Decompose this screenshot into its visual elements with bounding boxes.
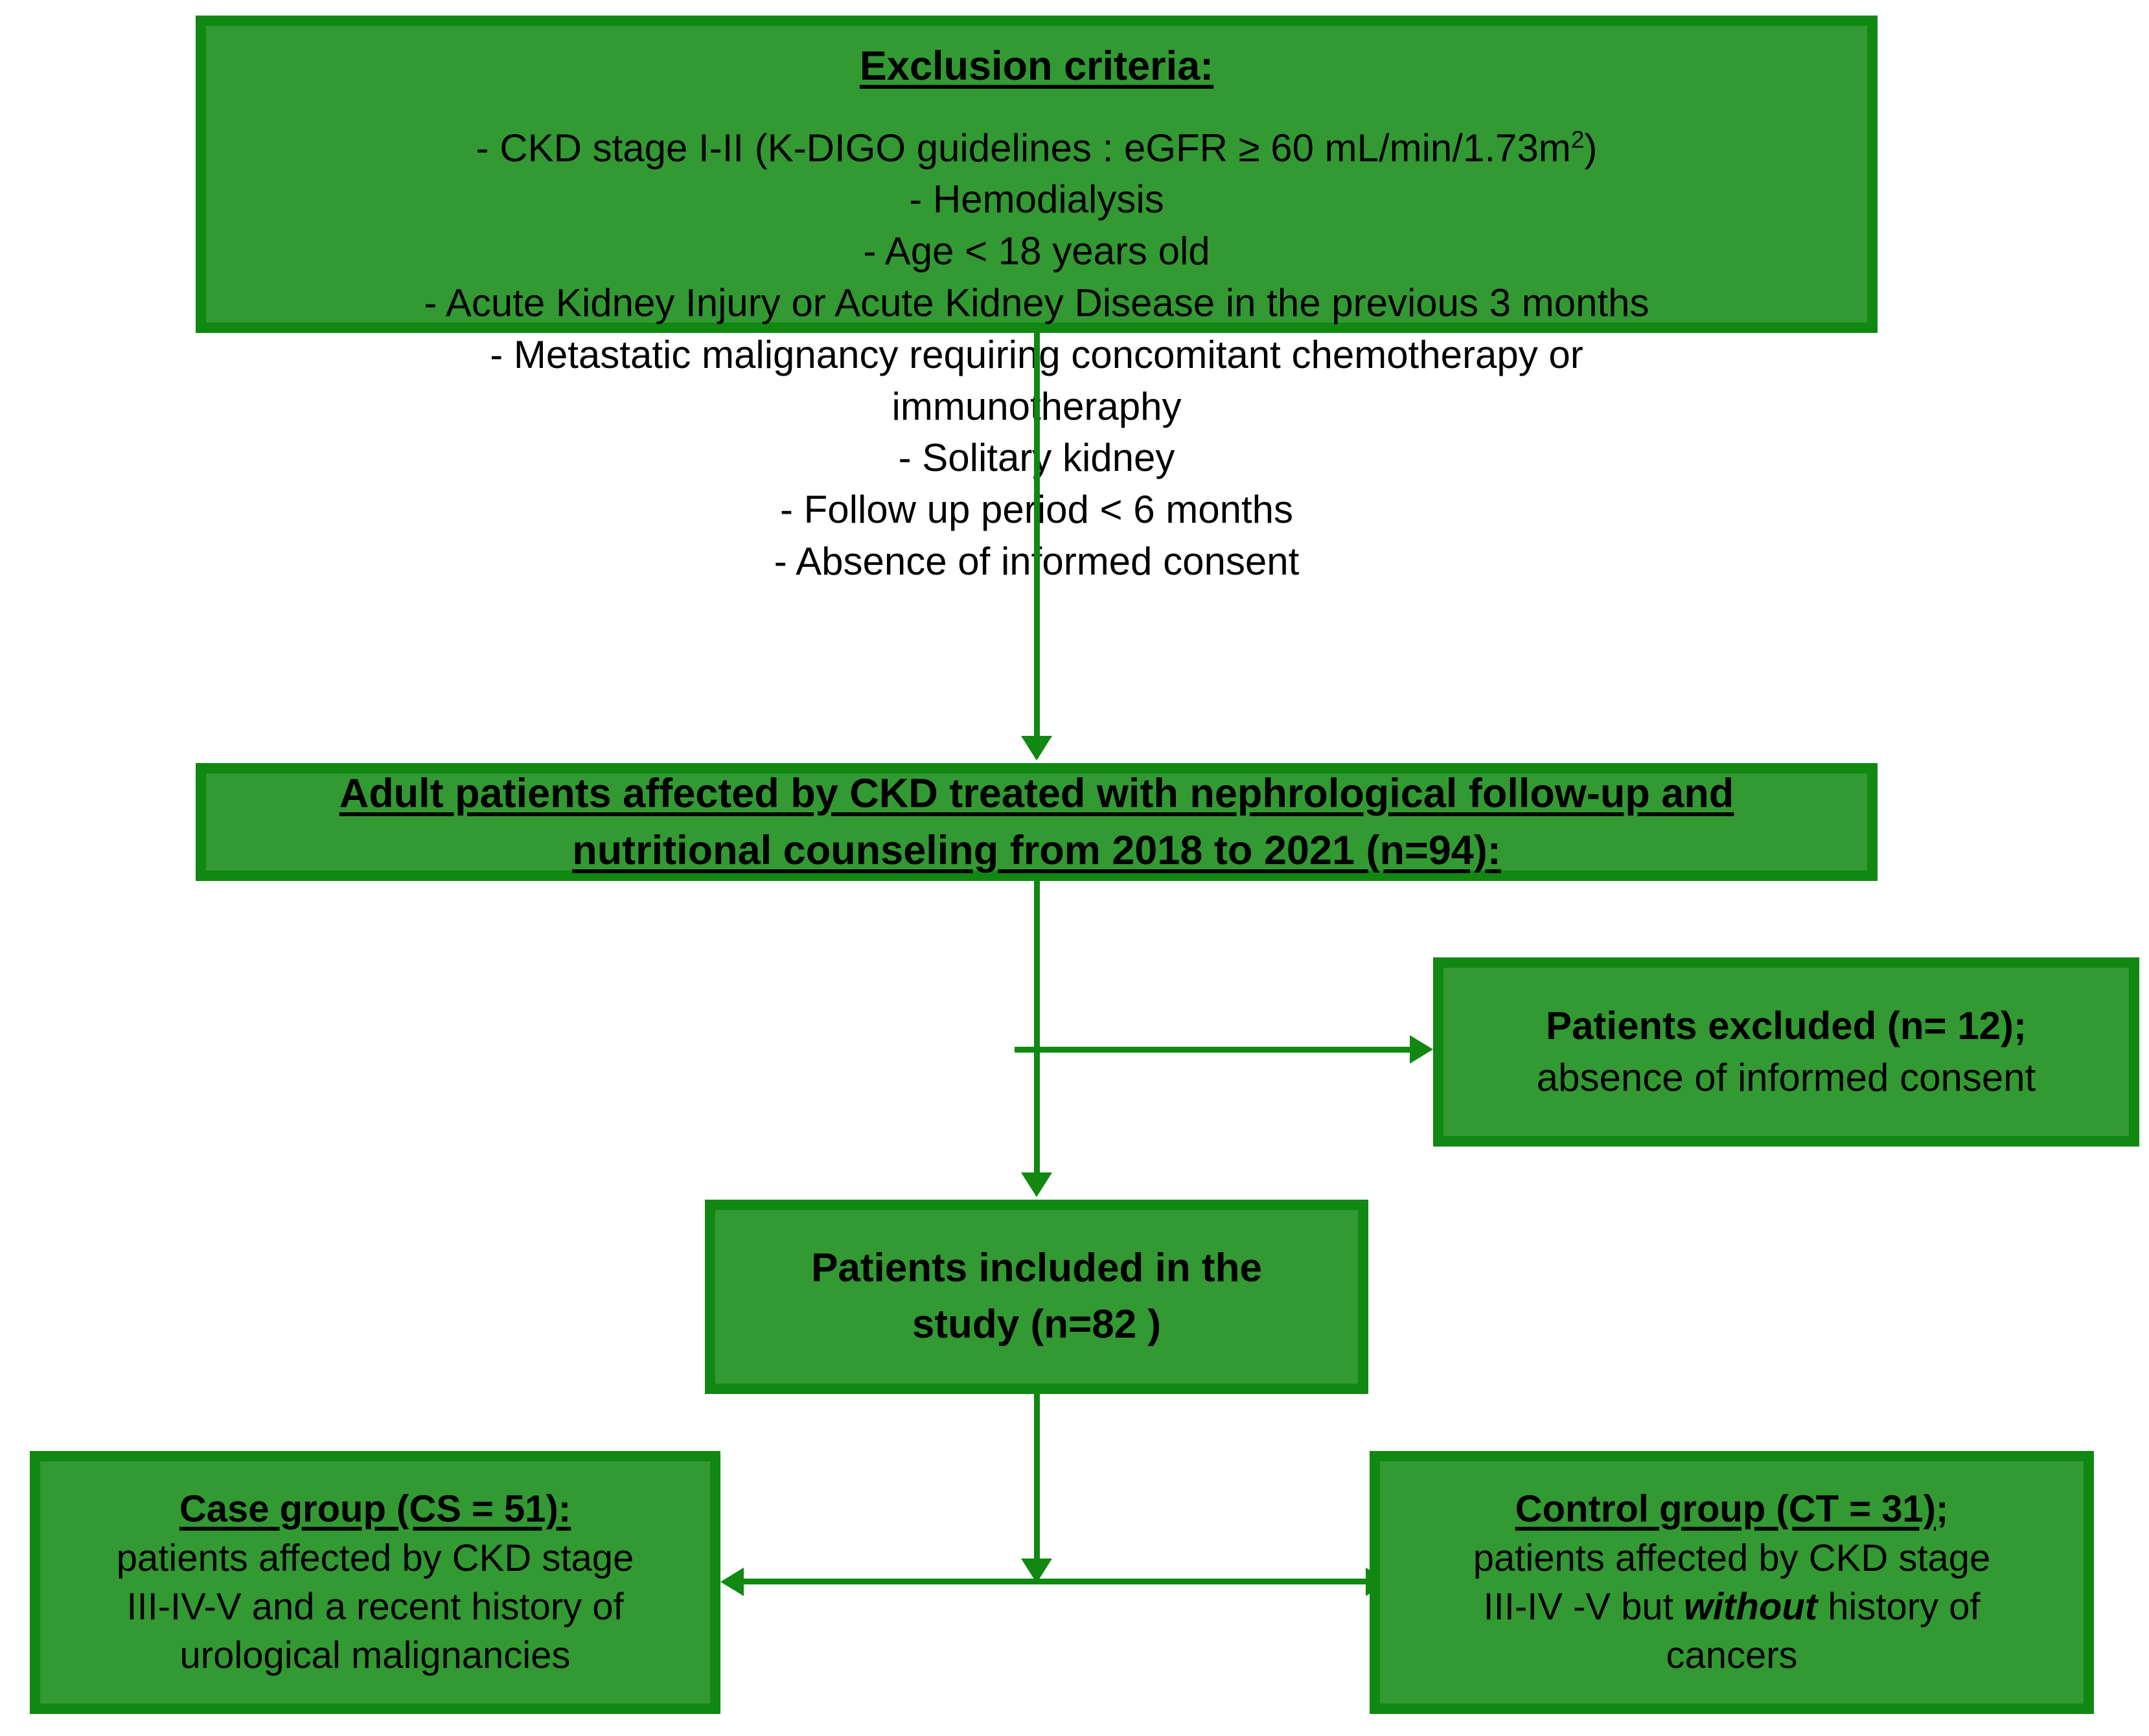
control-group-line-2-suffix: history of (1817, 1586, 1981, 1628)
patients-excluded-reason: absence of informed consent (1536, 1056, 2036, 1099)
control-group-line-2-prefix: III-IV -V but (1483, 1586, 1684, 1628)
exclusion-criterion-1: - CKD stage I-II (K-DIGO guidelines : eG… (223, 122, 1850, 174)
patients-excluded-count: Patients excluded (n= 12); (1546, 1003, 2027, 1047)
control-group-heading-tail: ; (1935, 1488, 1949, 1531)
patients-excluded-box: Patients excluded (n= 12); absence of in… (1433, 957, 2139, 1147)
arrowhead-adult-to-excluded (1410, 1035, 1433, 1064)
exclusion-criteria-box: Exclusion criteria: - CKD stage I-II (K-… (196, 16, 1878, 583)
connector-branch-tick (1015, 1047, 1038, 1053)
control-group-line-3: cancers (1666, 1634, 1798, 1677)
connector-exclusion-to-adult (1034, 333, 1040, 738)
connector-included-to-groups (1034, 1394, 1040, 1568)
exclusion-criteria-title: Exclusion criteria: (223, 40, 1850, 93)
connector-adult-to-excluded (1034, 1047, 1414, 1053)
control-group-heading: Control group (CT = 31); (1392, 1485, 2072, 1533)
exclusion-criterion-2: - Hemodialysis (909, 177, 1164, 222)
case-group-heading: Case group (CS = 51): (52, 1485, 698, 1533)
exclusion-criterion-1-tail: ) (1584, 126, 1598, 170)
case-group-line-1: patients affected by CKD stage (116, 1536, 634, 1579)
exclusion-criterion-4: - Acute Kidney Injury or Acute Kidney Di… (424, 281, 1649, 325)
adult-patients-line-1-text: Adult patients affected by CKD treated w… (339, 770, 1734, 816)
exclusion-criterion-1-text: - CKD stage I-II (K-DIGO guidelines : eG… (476, 126, 1571, 170)
patients-included-box: Patients included in the study (n=82 ) (705, 1200, 1368, 1394)
case-group-box: Case group (CS = 51): patients affected … (30, 1451, 720, 1714)
arrowhead-adult-to-included (1021, 1172, 1052, 1197)
control-group-line-1: patients affected by CKD stage (1473, 1536, 1991, 1579)
exclusion-criteria-title-text: Exclusion criteria: (859, 43, 1214, 89)
control-group-heading-text: Control group (CT = 31) (1515, 1488, 1936, 1531)
case-group-heading-text: Case group (CS = 51): (179, 1488, 571, 1531)
adult-patients-line-1: Adult patients affected by CKD treated w… (228, 765, 1845, 822)
control-group-line-2: III-IV -V but without history of (1392, 1582, 2072, 1631)
case-group-line-3: urological malignancies (179, 1634, 571, 1677)
connector-adult-to-included (1034, 881, 1040, 1174)
arrowhead-exclusion-to-adult (1021, 736, 1052, 760)
patients-included-line-2: study (n=82 ) (912, 1302, 1162, 1347)
adult-patients-line-2: nutritional counseling from 2018 to 2021… (228, 822, 1845, 879)
control-group-box: Control group (CT = 31); patients affect… (1370, 1451, 2094, 1714)
control-group-line-2-emphasis: without (1683, 1586, 1818, 1628)
adult-patients-line-2-text: nutritional counseling from 2018 to 2021… (572, 828, 1501, 873)
case-group-line-2: III-IV-V and a recent history of (126, 1586, 624, 1628)
adult-patients-box: Adult patients affected by CKD treated w… (196, 763, 1878, 881)
patients-included-line-1: Patients included in the (811, 1246, 1262, 1291)
connector-case-control-bidirectional (739, 1579, 1386, 1584)
exclusion-criterion-3: - Age < 18 years old (863, 229, 1210, 273)
exclusion-criterion-1-superscript: 2 (1570, 125, 1585, 153)
arrowhead-to-case-group (720, 1568, 744, 1596)
